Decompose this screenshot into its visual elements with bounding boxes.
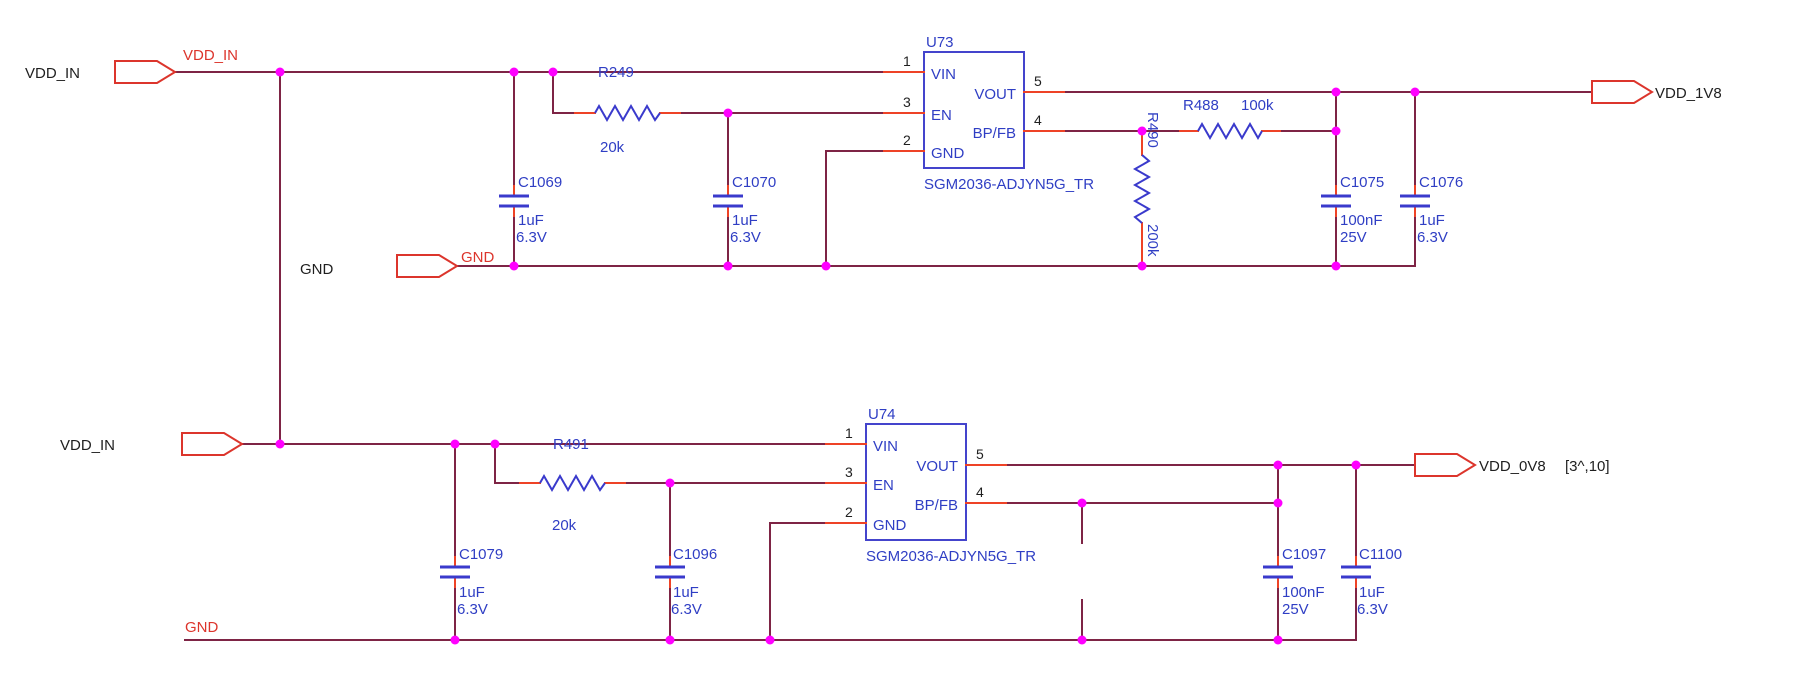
u74-pin5-number: 5	[976, 446, 984, 462]
u74-pin-label-vin: VIN	[873, 438, 898, 455]
r491-resistor-symbol	[539, 473, 606, 493]
gnd-net-label-bottom: GND	[185, 619, 219, 636]
vdd-in-net-label-top: VDD_IN	[183, 47, 238, 64]
u74-pin-stubs	[825, 443, 1007, 524]
r488-resistor-symbol	[1197, 121, 1263, 141]
wire-gnd-pin2-top	[825, 150, 885, 267]
wire-en-branch-bottom	[494, 443, 827, 484]
c1075-capacitor-symbol	[1321, 194, 1351, 208]
vdd-in-port-bottom	[181, 432, 244, 456]
r490-ref: R490	[1144, 112, 1161, 148]
c1069-capacitor-symbol	[499, 194, 529, 208]
c1076-ref: C1076	[1419, 174, 1463, 191]
u74-ref: U74	[868, 406, 896, 423]
c1075-voltage: 25V	[1340, 229, 1367, 246]
gnd-net-label-top: GND	[461, 249, 495, 266]
c1075-ref: C1075	[1340, 174, 1384, 191]
c1097-ref: C1097	[1282, 546, 1326, 563]
u73-pin-label-en: EN	[931, 107, 952, 124]
c1096-capacitor-symbol	[655, 565, 685, 579]
u73-pin5-number: 5	[1034, 73, 1042, 89]
c1069-value: 1uF	[518, 212, 544, 229]
u74-pin-label-vout: VOUT	[916, 458, 958, 475]
u73-pin4-number: 4	[1034, 112, 1042, 128]
c1100-value: 1uF	[1359, 584, 1385, 601]
u73-pin-label-fb: BP/FB	[973, 125, 1016, 142]
vdd-0v8-port-label: VDD_0V8	[1479, 458, 1546, 475]
c1079-voltage: 6.3V	[457, 601, 488, 618]
vdd-in-port-label-bottom: VDD_IN	[60, 437, 115, 454]
u73-body	[923, 51, 1025, 169]
c1069-voltage: 6.3V	[516, 229, 547, 246]
u73-ref: U73	[926, 34, 954, 51]
c1076-capacitor-symbol	[1400, 194, 1430, 208]
u73-part-number: SGM2036-ADJYN5G_TR	[924, 176, 1094, 193]
c1096-ref: C1096	[673, 546, 717, 563]
c1070-capacitor-symbol	[713, 194, 743, 208]
c1097-capacitor-symbol	[1263, 565, 1293, 579]
page-reference-note: [3^,10]	[1565, 458, 1610, 475]
c1076-voltage: 6.3V	[1417, 229, 1448, 246]
c1097-voltage: 25V	[1282, 601, 1309, 618]
u74-pin-label-en: EN	[873, 477, 894, 494]
u74-pin2-number: 2	[845, 504, 853, 520]
u74-pin3-number: 3	[845, 464, 853, 480]
r249-ref: R249	[598, 64, 634, 81]
u73-pin-label-vin: VIN	[931, 66, 956, 83]
c1096-value: 1uF	[673, 584, 699, 601]
c1076-value: 1uF	[1419, 212, 1445, 229]
c1079-value: 1uF	[459, 584, 485, 601]
gnd-port-top	[396, 254, 459, 278]
c1079-capacitor-symbol	[440, 565, 470, 579]
u74-pin-label-fb: BP/FB	[915, 497, 958, 514]
u73-pin1-number: 1	[903, 53, 911, 69]
vdd-1v8-port-label: VDD_1V8	[1655, 85, 1722, 102]
r488-value: 100k	[1241, 97, 1274, 114]
u74-pin4-number: 4	[976, 484, 984, 500]
c1096-voltage: 6.3V	[671, 601, 702, 618]
r490-value: 200k	[1144, 224, 1161, 257]
u73-pin2-number: 2	[903, 132, 911, 148]
bottom-regulator-circuit: VDD_IN R491 20k C1079 1uF 6.3V C1096 1uF…	[60, 406, 1610, 645]
u74-part-number: SGM2036-ADJYN5G_TR	[866, 548, 1036, 565]
r488-ref: R488	[1183, 97, 1219, 114]
junction-dots-top	[275, 67, 1420, 271]
c1100-ref: C1100	[1359, 546, 1402, 563]
c1070-voltage: 6.3V	[730, 229, 761, 246]
u73-pin-label-vout: VOUT	[974, 86, 1016, 103]
c1070-ref: C1070	[732, 174, 776, 191]
c1075-value: 100nF	[1340, 212, 1383, 229]
vdd-in-port-label-top: VDD_IN	[25, 65, 80, 82]
u74-body	[865, 423, 967, 541]
top-regulator-circuit: VDD_IN VDD_IN R249 20k C1069 1uF 6.3V C1…	[25, 34, 1722, 445]
wire-en-branch-top	[552, 71, 885, 114]
u74-pin1-number: 1	[845, 425, 853, 441]
wire-gnd-pin2-bottom	[769, 522, 827, 641]
r249-value: 20k	[600, 139, 625, 156]
u73-pin-label-gnd: GND	[931, 145, 965, 162]
r491-ref: R491	[553, 436, 589, 453]
vdd-in-port-top	[114, 60, 177, 84]
u73-pin3-number: 3	[903, 94, 911, 110]
vdd-0v8-port	[1414, 453, 1477, 477]
u74-pin-label-gnd: GND	[873, 517, 907, 534]
c1069-ref: C1069	[518, 174, 562, 191]
r249-resistor-symbol	[594, 103, 661, 123]
u73-pin-stubs	[883, 71, 1065, 152]
c1100-voltage: 6.3V	[1357, 601, 1388, 618]
r490-resistor-symbol	[1132, 154, 1152, 224]
vdd-1v8-port	[1591, 80, 1654, 104]
c1079-ref: C1079	[459, 546, 503, 563]
r491-value: 20k	[552, 517, 577, 534]
c1100-capacitor-symbol	[1341, 565, 1371, 579]
c1097-value: 100nF	[1282, 584, 1325, 601]
gnd-label-black-top: GND	[300, 261, 334, 278]
c1070-value: 1uF	[732, 212, 758, 229]
junction-dots-bottom	[275, 439, 1361, 645]
